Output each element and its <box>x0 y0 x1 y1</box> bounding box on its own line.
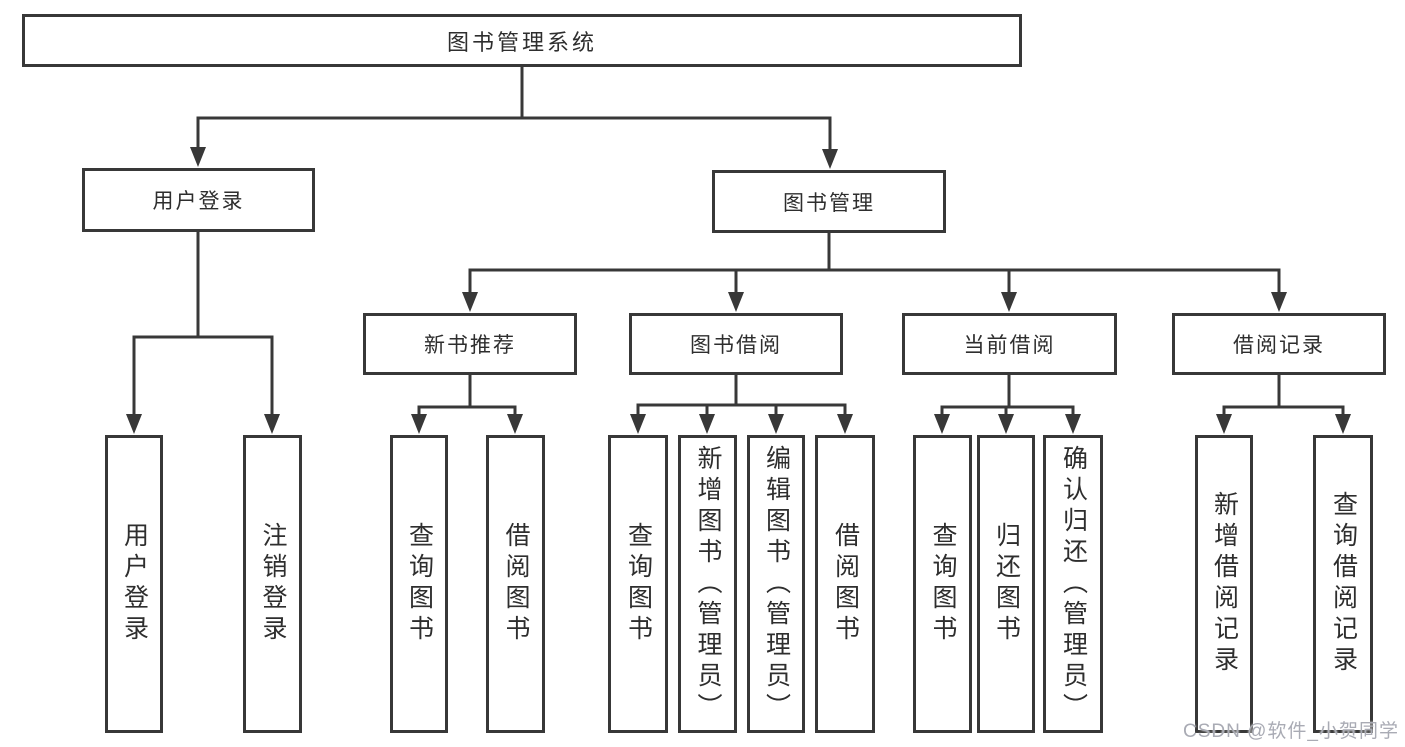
leaf-user-login: 用户登录 <box>105 435 163 733</box>
connector-root-to-branches <box>196 67 832 157</box>
node-label: 图书管理 <box>783 191 875 215</box>
leaf-return-books: 归还图书 <box>977 435 1035 733</box>
leaf-confirm-return-admin: 确认归还（管理员） <box>1043 435 1103 733</box>
node-label: 用户登录 <box>152 190 245 213</box>
node-new-book-recommendation: 新书推荐 <box>363 313 577 375</box>
node-label: 新增图书（管理员） <box>694 444 722 724</box>
node-label: 图书管理系统 <box>446 29 597 55</box>
connector-bookborrow-to-leaves <box>636 375 847 422</box>
node-label: 用户登录 <box>120 522 149 646</box>
node-label: 编辑图书（管理员） <box>762 444 791 724</box>
leaf-query-books-current: 查询图书 <box>913 435 972 733</box>
node-label: 借阅记录 <box>1233 334 1325 357</box>
node-label: 借阅图书 <box>831 522 860 646</box>
node-label: 查询借阅记录 <box>1329 491 1358 677</box>
node-label: 查询图书 <box>929 522 957 646</box>
node-current-borrowing: 当前借阅 <box>902 313 1117 375</box>
leaf-edit-books-admin: 编辑图书（管理员） <box>747 435 805 733</box>
node-label: 新书推荐 <box>424 334 516 357</box>
leaf-query-borrow-record: 查询借阅记录 <box>1313 435 1373 733</box>
node-label: 确认归还（管理员） <box>1059 444 1088 724</box>
node-system-root: 图书管理系统 <box>22 14 1022 67</box>
node-label: 查询图书 <box>405 522 434 646</box>
node-label: 注销登录 <box>259 522 287 646</box>
leaf-query-books-borrow: 查询图书 <box>608 435 668 733</box>
node-label: 新增借阅记录 <box>1210 491 1239 677</box>
node-label: 借阅图书 <box>502 522 530 646</box>
connector-bookmgmt-to-modules <box>468 233 1281 300</box>
node-label: 查询图书 <box>624 522 653 646</box>
leaf-borrow-books-recommend: 借阅图书 <box>486 435 545 733</box>
leaf-add-books-admin: 新增图书（管理员） <box>678 435 737 733</box>
leaf-borrow-books: 借阅图书 <box>815 435 875 733</box>
connector-records-to-leaves <box>1222 375 1345 422</box>
node-label: 归还图书 <box>992 522 1021 646</box>
node-book-management-branch: 图书管理 <box>712 170 946 233</box>
node-label: 图书借阅 <box>690 334 782 357</box>
node-label: 当前借阅 <box>963 334 1056 357</box>
node-user-login-branch: 用户登录 <box>82 168 315 232</box>
connector-userlogin-to-leaves <box>132 232 274 422</box>
node-borrowing-records: 借阅记录 <box>1172 313 1386 375</box>
leaf-query-books-recommend: 查询图书 <box>390 435 448 733</box>
watermark-text: CSDN @软件_小贺同学 <box>1183 721 1399 742</box>
node-book-borrowing: 图书借阅 <box>629 313 843 375</box>
leaf-add-borrow-record: 新增借阅记录 <box>1195 435 1253 733</box>
connector-newbook-to-leaves <box>417 375 517 422</box>
leaf-logout: 注销登录 <box>243 435 302 733</box>
